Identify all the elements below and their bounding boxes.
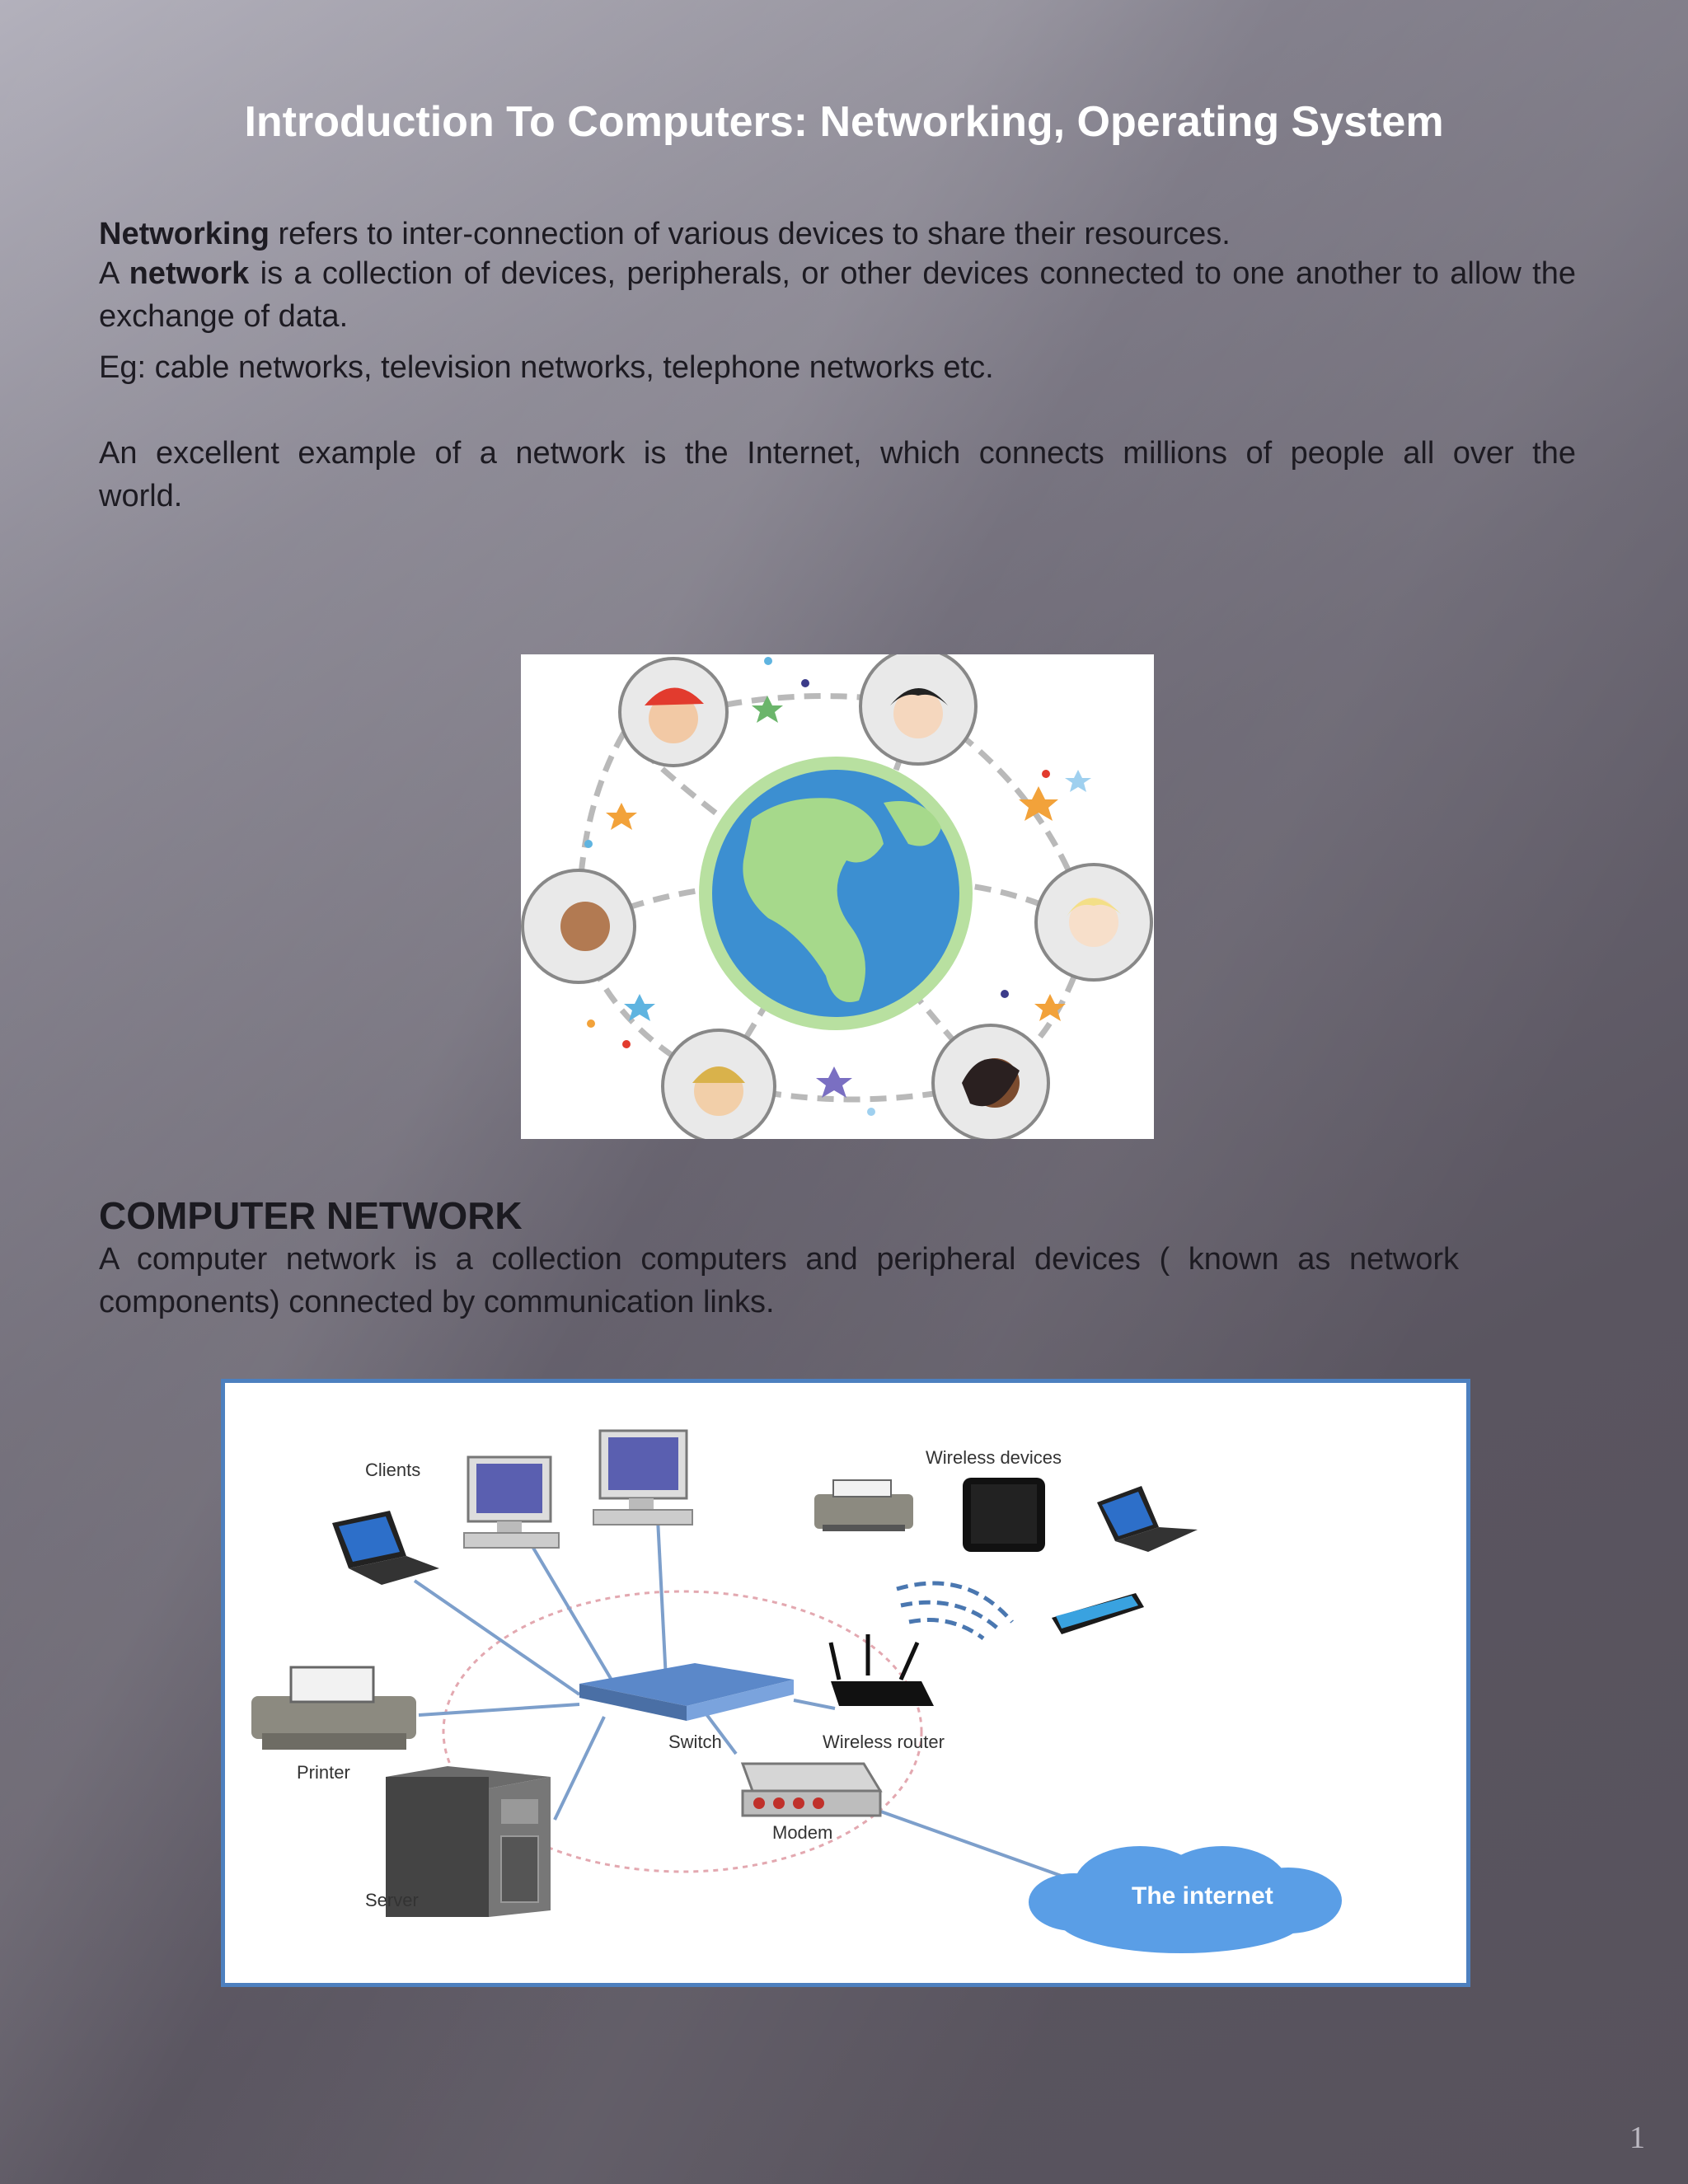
network-diagram: Clients Wireless devices xyxy=(221,1379,1470,1987)
printer-icon xyxy=(814,1479,913,1531)
internet-cloud-icon xyxy=(1029,1846,1342,1953)
computer-network-definition: A computer network is a collection compu… xyxy=(99,1242,1459,1319)
printer-icon xyxy=(251,1666,416,1750)
page-title: Introduction To Computers: Networking, O… xyxy=(244,98,1444,146)
laptop-icon xyxy=(1097,1486,1198,1552)
tablet-icon xyxy=(963,1478,1045,1552)
network-examples: Eg: cable networks, television networks,… xyxy=(99,350,994,385)
wireless-router-icon xyxy=(828,1634,934,1706)
wireless-devices-label: Wireless devices xyxy=(926,1447,1062,1468)
modem-label: Modem xyxy=(772,1822,832,1843)
server-icon xyxy=(386,1766,551,1917)
printer-label: Printer xyxy=(297,1762,350,1783)
network-topology-graphic: Clients Wireless devices xyxy=(251,1429,1342,1953)
internet-example: An excellent example of a network is the… xyxy=(99,436,1576,513)
networking-term: Networking xyxy=(99,217,270,251)
network-definition: A network is a collection of devices, pe… xyxy=(99,256,1576,334)
network-term: network xyxy=(129,256,250,291)
networking-definition: Networking refers to inter-connection of… xyxy=(99,217,1231,251)
globe-people-graphic xyxy=(521,647,1153,1144)
switch-label: Switch xyxy=(668,1732,722,1752)
internet-label: The internet xyxy=(1132,1882,1273,1910)
wireless-router-label: Wireless router xyxy=(823,1732,945,1752)
switch-icon xyxy=(579,1663,794,1721)
desktop-computer-icon xyxy=(463,1455,560,1549)
global-network-illustration xyxy=(521,647,1154,1144)
laptop-icon xyxy=(332,1511,439,1585)
page-number: 1 xyxy=(1629,2121,1645,2155)
smartphone-icon xyxy=(1052,1593,1144,1634)
clients-label: Clients xyxy=(365,1460,420,1480)
desktop-computer-icon xyxy=(593,1429,693,1526)
computer-network-heading: COMPUTER NETWORK xyxy=(99,1194,523,1237)
modem-icon xyxy=(740,1762,883,1817)
server-label: Server xyxy=(365,1890,419,1910)
